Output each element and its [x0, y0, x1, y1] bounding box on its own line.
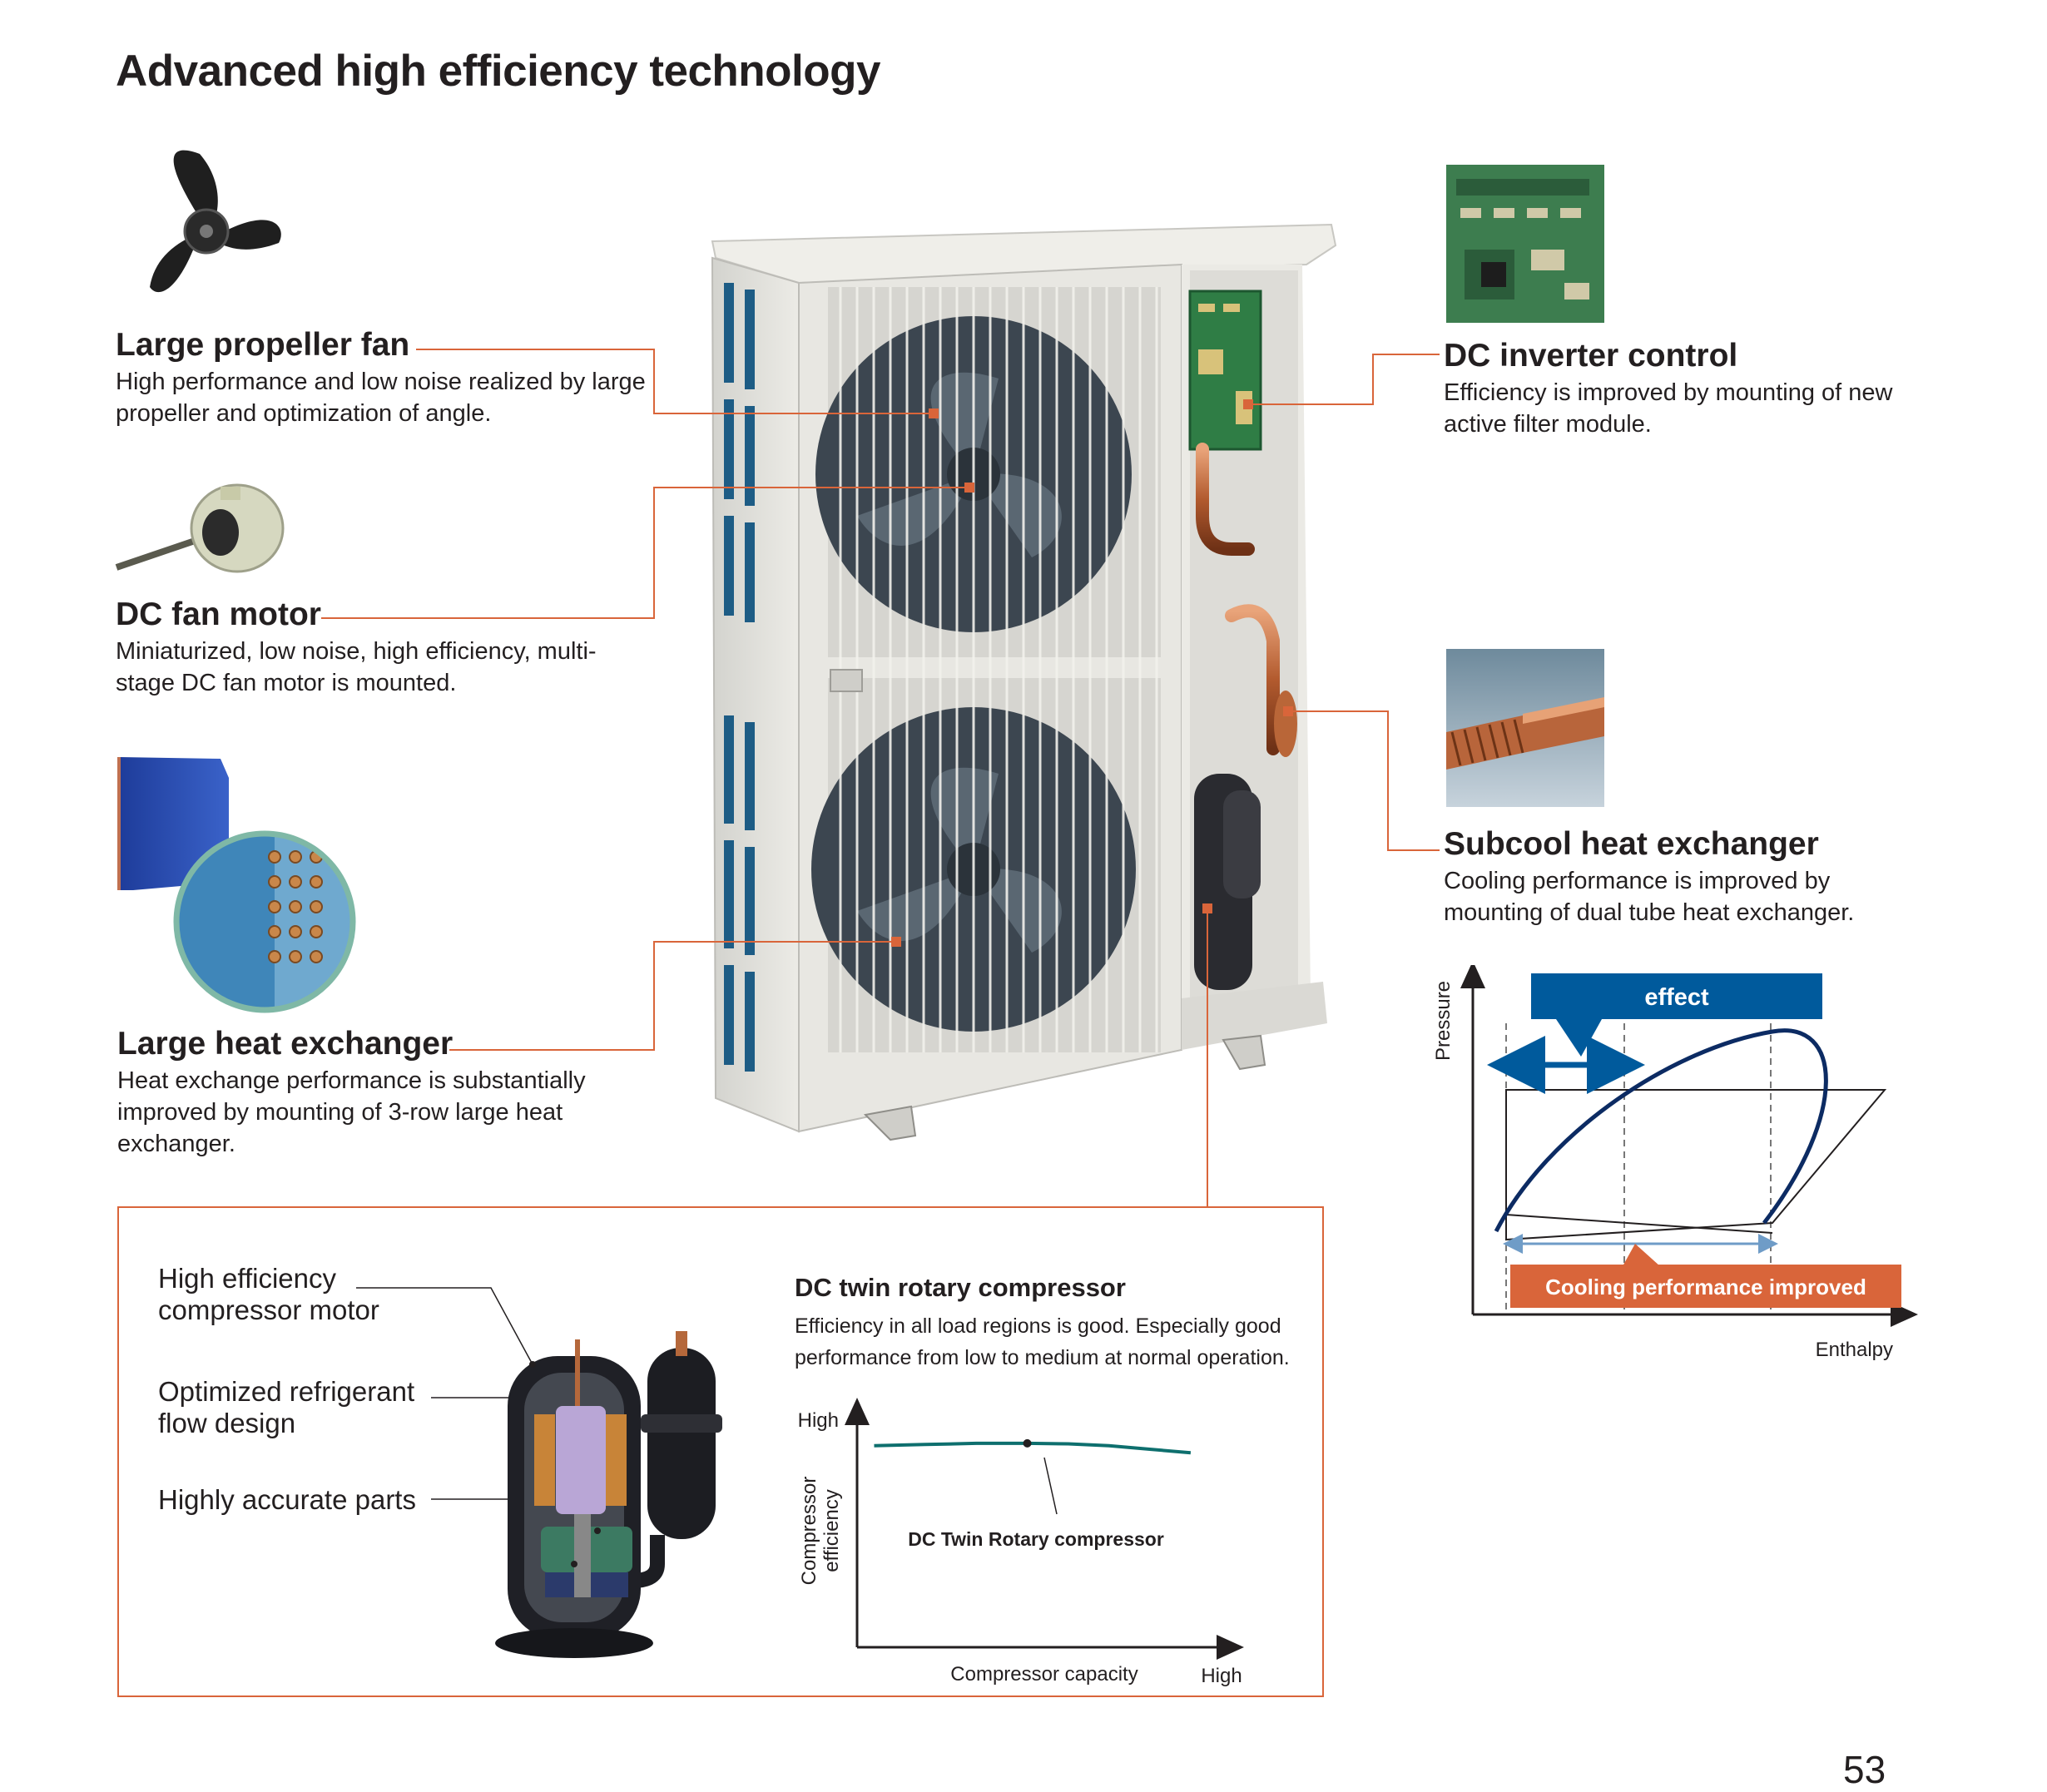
- effect-box: [1531, 973, 1822, 1019]
- page-title: Advanced high efficiency technology: [116, 47, 881, 96]
- feature-title: DC inverter control: [1444, 338, 1738, 374]
- feature-desc: Heat exchange performance is substantial…: [117, 1067, 586, 1157]
- compressor-box: [117, 1206, 1324, 1697]
- cooling-box: [1510, 1265, 1901, 1308]
- feature-title: Subcool heat exchanger: [1444, 826, 1819, 862]
- feature-inverter: DC inverter control Efficiency is improv…: [1444, 338, 1943, 440]
- y-axis-label: Pressure: [1432, 981, 1455, 1061]
- feature-desc: Cooling performance is improved by mount…: [1444, 868, 1855, 926]
- compressor-chart-desc: Efficiency in all load regions is good. …: [795, 1314, 1290, 1369]
- feature-title: DC fan motor: [116, 597, 321, 632]
- inverter-pcb-image: [1446, 165, 1604, 323]
- compressor-label-parts: Highly accurate parts: [158, 1484, 416, 1516]
- feature-desc: Miniaturized, low noise, high efficiency…: [116, 638, 597, 696]
- feature-propeller-fan: Large propeller fan High performance and…: [116, 327, 648, 429]
- feature-desc: Efficiency is improved by mounting of ne…: [1444, 379, 1893, 438]
- series-line-0: [874, 1441, 1192, 1455]
- ph-diagram: Pressure Enthalpy effect Cooling perform…: [1432, 965, 1918, 1361]
- heat-exchanger-image: [117, 757, 356, 1013]
- feature-desc: High performance and low noise realized …: [116, 369, 646, 427]
- fan-motor-image: [115, 483, 285, 573]
- label-line: flow design: [158, 1408, 296, 1438]
- cooling-label: Cooling performance improved: [1545, 1275, 1866, 1299]
- subcool-tube-image: [1446, 649, 1604, 807]
- compressor-label-flow: Optimized refrigerant flow design: [158, 1376, 414, 1439]
- propeller-fan-image: [150, 150, 281, 293]
- ph-cycle: [1505, 1089, 1887, 1241]
- leader-markers: [891, 399, 1293, 947]
- x-axis-label: Compressor capacity: [950, 1663, 1137, 1686]
- y-tick-label: High: [798, 1409, 839, 1432]
- y-axis-label-line2: efficiency: [820, 1489, 843, 1572]
- feature-heat-exchanger: Large heat exchanger Heat exchange perfo…: [117, 1026, 600, 1160]
- label-line: Optimized refrigerant: [158, 1376, 415, 1407]
- compressor-chart-title: DC twin rotary compressor: [795, 1273, 1126, 1302]
- label-line: compressor motor: [158, 1294, 379, 1325]
- feature-subcool: Subcool heat exchanger Cooling performan…: [1444, 826, 1910, 928]
- efficiency-chart: High High Compressor capacity Compressor…: [798, 1398, 1244, 1687]
- feature-title: Large heat exchanger: [117, 1026, 454, 1062]
- outdoor-unit-image: [711, 223, 1337, 1141]
- series-label: DC Twin Rotary compressor: [908, 1528, 1164, 1550]
- leader-lines: [321, 349, 1440, 1206]
- label-line: High efficiency: [158, 1263, 337, 1294]
- saturation-dome: [1494, 1028, 1828, 1233]
- x-axis-label: Enthalpy: [1816, 1339, 1893, 1361]
- label-line: Highly accurate parts: [158, 1484, 416, 1515]
- feature-title: Large propeller fan: [116, 327, 410, 363]
- series-callout-line: [1043, 1457, 1058, 1515]
- effect-label: effect: [1644, 984, 1709, 1011]
- series-point: [1023, 1438, 1032, 1448]
- page-number: 53: [1843, 1748, 1886, 1791]
- y-axis-label-line1: Compressor: [798, 1477, 820, 1586]
- x-tick-label: High: [1201, 1665, 1242, 1687]
- compressor-label-motor: High efficiency compressor motor: [158, 1263, 379, 1326]
- feature-fan-motor: DC fan motor Miniaturized, low noise, hi…: [116, 597, 615, 699]
